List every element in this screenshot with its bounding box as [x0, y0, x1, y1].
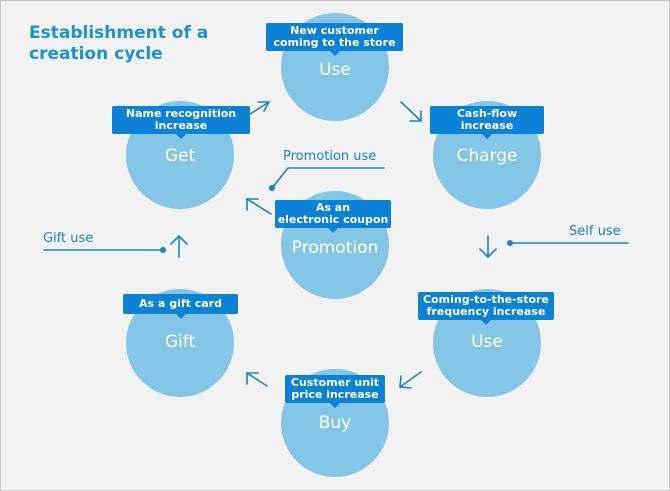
tag-coming-frequency: Coming-to-the-store frequency increase [418, 292, 554, 325]
leader-dot-gift-use [160, 247, 166, 253]
label-self-use: Self use [569, 224, 621, 239]
arrow-gift-to-get-icon [170, 235, 188, 258]
arrow-buy-to-gift-icon [246, 372, 268, 387]
tag-coming-frequency-line-1: Coming-to-the-store [423, 293, 549, 306]
title-line-2: creation cycle [29, 44, 163, 64]
tag-electronic-coupon-line-1: As an [315, 201, 351, 214]
arrow-use-to-buy-icon [399, 371, 422, 389]
tag-electronic-coupon: As an electronic coupon [275, 200, 391, 233]
arrow-charge-to-use-icon [479, 235, 497, 258]
tag-name-recognition-line-1: Name recognition [125, 107, 237, 120]
node-gift-label: Gift [164, 332, 196, 352]
tag-customer-unit-price-line-2: price increase [291, 388, 379, 401]
arrow-get-to-use-icon [246, 101, 270, 117]
tag-gift-card-line-1: As a gift card [139, 297, 222, 310]
node-charge-label: Charge [456, 146, 518, 166]
leader-dot-promotion-use [269, 185, 275, 191]
tag-cash-flow-line-2: increase [460, 119, 514, 132]
tag-new-customer-line-1: New customer [290, 24, 379, 37]
diagram-title: Establishment of a creation cycle [29, 23, 229, 65]
node-use-top-label: Use [319, 60, 351, 80]
leader-dot-self-use [507, 240, 513, 246]
tag-customer-unit-price-line-1: Customer unit [290, 376, 380, 389]
arrow-promotion-to-get-icon [246, 198, 272, 215]
tag-electronic-coupon-line-2: electronic coupon [277, 213, 389, 226]
leader-promotion-use [271, 167, 385, 189]
tag-name-recognition: Name recognition increase [112, 106, 250, 139]
tag-name-recognition-line-2: increase [154, 119, 208, 132]
node-buy-label: Buy [318, 413, 352, 433]
node-promotion-label: Promotion [291, 238, 379, 258]
tag-cash-flow: Cash-flow increase [430, 106, 544, 139]
tag-new-customer: New customer coming to the store [266, 23, 403, 56]
tag-coming-frequency-line-2: frequency increase [426, 305, 546, 318]
label-gift-use: Gift use [43, 231, 94, 246]
tag-cash-flow-line-1: Cash-flow [456, 107, 518, 120]
arrow-use-to-charge-icon [400, 101, 422, 122]
title-line-1: Establishment of a [29, 23, 209, 43]
node-get-label: Get [164, 146, 196, 166]
tag-new-customer-line-2: coming to the store [273, 36, 396, 49]
tag-customer-unit-price: Customer unit price increase [285, 375, 385, 408]
tag-gift-card: As a gift card [123, 294, 238, 319]
label-promotion-use: Promotion use [283, 149, 377, 164]
node-use-right-label: Use [471, 332, 503, 352]
